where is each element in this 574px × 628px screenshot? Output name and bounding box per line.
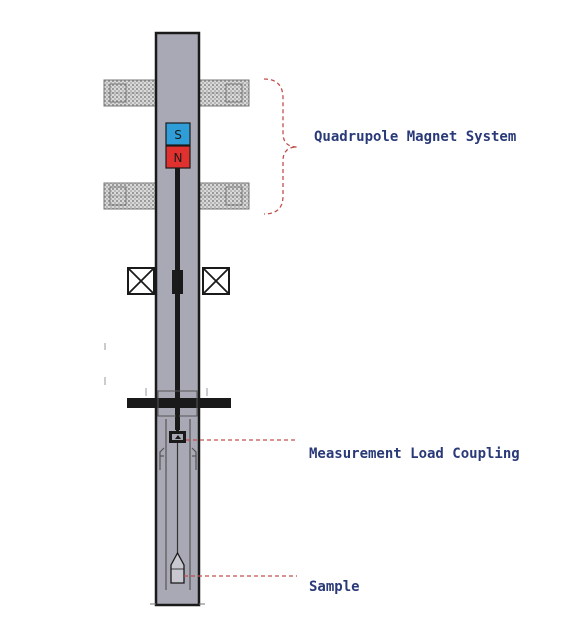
lower-rod	[176, 408, 179, 438]
sample-holder	[170, 551, 185, 584]
inner-chamber	[159, 419, 197, 590]
magnet-north: N	[165, 145, 191, 169]
coil-cross-icon	[202, 267, 230, 295]
central-rod	[175, 168, 180, 430]
stray-marks	[104, 343, 208, 396]
upper-coil-left	[103, 79, 157, 107]
magnet-south-label: S	[174, 128, 182, 142]
coil-cross-icon	[127, 267, 155, 295]
rod-connector	[172, 270, 183, 294]
measurement-label: Measurement Load Coupling	[309, 446, 520, 462]
upper-coil-right	[198, 79, 250, 107]
lower-coil-left	[103, 182, 157, 210]
sample-label: Sample	[309, 579, 360, 595]
load-coupling	[169, 431, 186, 443]
quadrupole-label: Quadrupole Magnet System	[314, 129, 517, 145]
lower-coil-right	[198, 182, 250, 210]
flange-bar	[127, 398, 231, 408]
magnet-south: S	[165, 122, 191, 146]
quadrupole-brace	[263, 78, 298, 215]
magnet-north-label: N	[174, 151, 183, 165]
